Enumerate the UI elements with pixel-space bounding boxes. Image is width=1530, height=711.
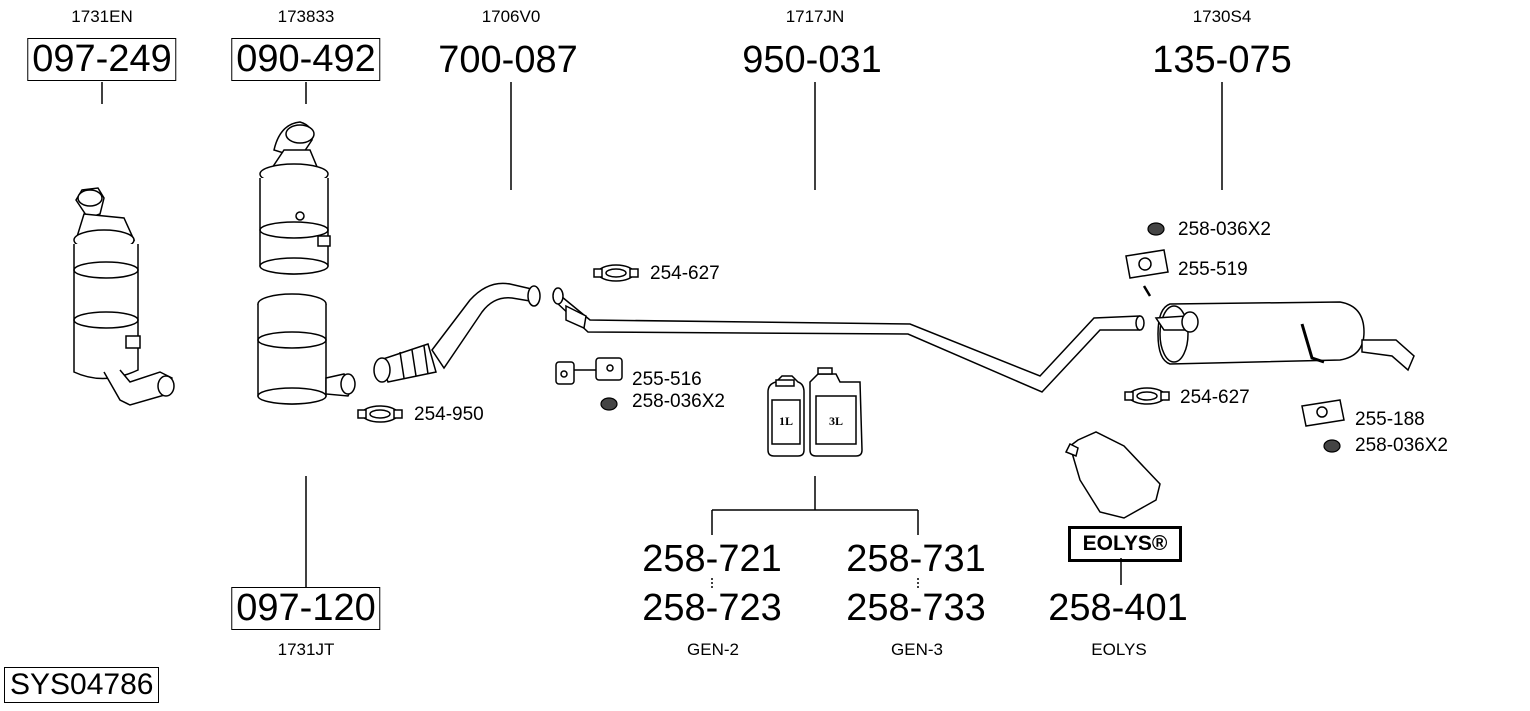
- clamp-254-950-shape: [357, 405, 403, 423]
- part-254-950[interactable]: 254-950: [414, 404, 484, 425]
- part-258-733[interactable]: 258-733: [846, 587, 986, 629]
- rear-silencer-135-075: [1154, 301, 1415, 372]
- hanger-255-516-shape: [555, 357, 623, 385]
- nut-258-036X2-rt-shape: [1147, 222, 1165, 236]
- part-135-075[interactable]: 135-075: [1152, 39, 1292, 81]
- part-950-031[interactable]: 950-031: [742, 39, 882, 81]
- ref-1731EN: 1731EN: [71, 7, 133, 26]
- nut-258-036X2-rr-shape: [1323, 439, 1341, 453]
- part-258-036X2-rr[interactable]: 258-036X2: [1355, 435, 1448, 456]
- ref-GEN-2: GEN-2: [687, 640, 739, 659]
- catalyst-090-492: [259, 121, 331, 275]
- clamp-254-627-mid-shape: [593, 264, 639, 282]
- catalyst-097-249: [73, 187, 175, 406]
- part-258-731[interactable]: 258-731: [846, 538, 986, 580]
- part-097-120[interactable]: 097-120: [231, 587, 381, 630]
- part-258-036X2-mid[interactable]: 258-036X2: [632, 391, 725, 412]
- ref-1706V0: 1706V0: [481, 7, 541, 26]
- part-258-723[interactable]: 258-723: [642, 587, 782, 629]
- clamp-254-627-rt-shape: [1124, 387, 1170, 405]
- container-1L-label: 1L: [778, 414, 794, 428]
- part-255-519[interactable]: 255-519: [1178, 259, 1248, 280]
- part-700-087[interactable]: 700-087: [438, 39, 578, 81]
- part-090-492[interactable]: 090-492: [231, 38, 381, 81]
- part-255-188[interactable]: 255-188: [1355, 409, 1425, 430]
- ref-1717JN: 1717JN: [785, 7, 845, 26]
- part-097-249[interactable]: 097-249: [27, 38, 177, 81]
- hanger-255-188-shape: [1301, 399, 1345, 427]
- nut-258-036X2-mid-shape: [600, 397, 618, 411]
- part-254-627-rt[interactable]: 254-627: [1180, 387, 1250, 408]
- middle-pipe-950-031: [552, 287, 1145, 393]
- ref-1730S4: 1730S4: [1192, 7, 1252, 26]
- flex-pipe-700-087: [373, 282, 541, 383]
- ref-173833: 173833: [277, 7, 335, 26]
- container-1L: [767, 375, 805, 457]
- container-3L: [809, 367, 863, 457]
- container-3L-label: 3L: [828, 414, 844, 428]
- hanger-255-519-shape: [1125, 249, 1169, 297]
- ref-GEN-3: GEN-3: [891, 640, 943, 659]
- eolys-badge: EOLYS®: [1068, 526, 1182, 562]
- ref-1731JT: 1731JT: [277, 640, 335, 659]
- part-258-401[interactable]: 258-401: [1048, 587, 1188, 629]
- part-258-036X2-rt[interactable]: 258-036X2: [1178, 219, 1271, 240]
- catalyst-097-120: [257, 293, 356, 405]
- ref-EOLYS: EOLYS: [1091, 640, 1147, 659]
- eolys-bag: [1064, 431, 1161, 519]
- part-254-627-mid[interactable]: 254-627: [650, 263, 720, 284]
- system-code: SYS04786: [4, 667, 160, 703]
- part-258-721[interactable]: 258-721: [642, 538, 782, 580]
- part-255-516[interactable]: 255-516: [632, 369, 702, 390]
